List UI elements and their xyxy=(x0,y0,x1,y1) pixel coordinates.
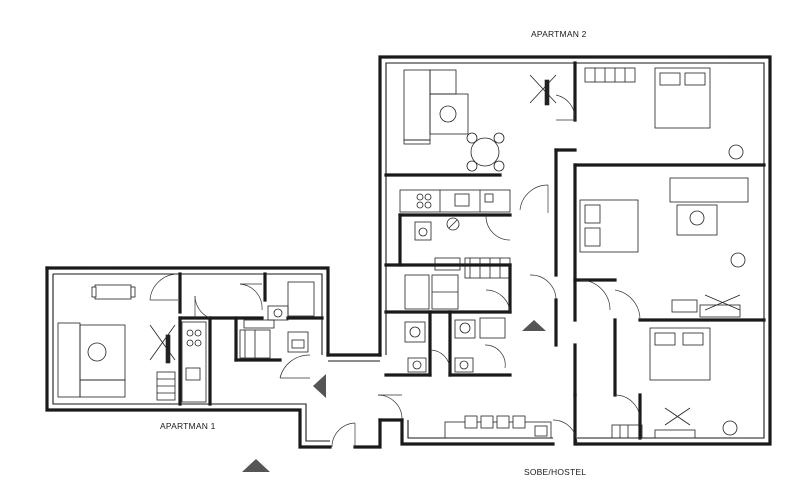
toilet-icon xyxy=(418,227,428,237)
bathroom-apartman-2 xyxy=(404,217,511,310)
outer-walls xyxy=(45,55,772,449)
bed-icon xyxy=(579,199,639,253)
toilet-icon xyxy=(409,326,421,338)
chair-icon xyxy=(722,420,738,436)
stair-arrow-icon xyxy=(522,320,546,331)
bedroom-1 xyxy=(584,67,744,160)
apartman-1-interior-walls xyxy=(178,272,324,406)
desk-lamp-icon xyxy=(704,294,741,311)
bathroom-apartman-1 xyxy=(239,281,315,359)
chair-icon xyxy=(730,252,746,268)
bedroom-2 xyxy=(579,177,749,268)
dining-table xyxy=(91,284,136,300)
bedroom-3 xyxy=(649,294,741,381)
round-dining-table xyxy=(466,132,505,172)
chair-icon xyxy=(728,144,744,160)
sofa-apartman-1 xyxy=(57,322,126,398)
wardrobe-apartman-2 xyxy=(529,74,557,106)
kitchen-row-apartman-2 xyxy=(399,189,511,213)
entrance-arrow-icon xyxy=(242,459,270,472)
sobe-hostel-label: SOBE/HOSTEL xyxy=(524,467,586,477)
wardrobe-apartman-1 xyxy=(149,324,176,364)
apartman-1-label: APARTMAN 1 xyxy=(160,421,216,431)
hostel-lounge xyxy=(444,415,552,439)
shelves-apartman-1 xyxy=(156,371,176,401)
apartman-2-label: APARTMAN 2 xyxy=(531,29,587,39)
toilet-icon xyxy=(273,308,283,318)
corridor-arrow-icon xyxy=(313,374,326,398)
door-swings xyxy=(149,94,641,448)
sofa-apartman-2 xyxy=(403,69,469,145)
hostel-bathrooms xyxy=(404,317,506,373)
kitchen-unit-apartman-1 xyxy=(181,321,207,403)
window-marks xyxy=(85,56,771,400)
bed-icon xyxy=(654,67,711,129)
bedroom-4 xyxy=(611,407,738,439)
